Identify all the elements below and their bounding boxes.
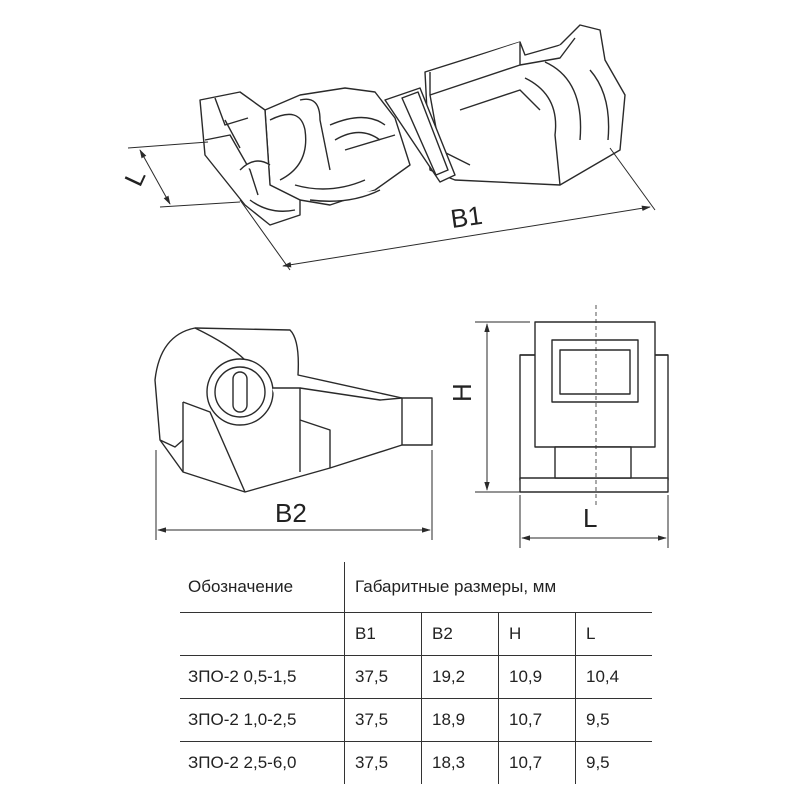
column-header-b2: B2 (421, 612, 499, 656)
cell-h: 10,7 (498, 741, 576, 784)
table-row: ЗПО-2 0,5-1,5 37,5 19,2 10,9 10,4 (180, 655, 652, 699)
cell-l: 9,5 (575, 741, 652, 784)
side-width-label: B2 (275, 498, 307, 528)
dimensions-table: Обозначение Габаритные размеры, мм B1 B2… (180, 562, 652, 784)
table-header-row: Обозначение Габаритные размеры, мм (180, 562, 652, 613)
cell-b1: 37,5 (344, 655, 422, 699)
designation-header: Обозначение (180, 562, 345, 613)
isometric-dimensions (127, 141, 656, 271)
row-designation: ЗПО-2 1,0-2,5 (180, 698, 345, 742)
column-header-b1: B1 (344, 612, 422, 656)
isometric-view (199, 24, 626, 226)
cell-b1: 37,5 (344, 698, 422, 742)
column-header-l: L (575, 612, 652, 656)
table-row: ЗПО-2 1,0-2,5 37,5 18,9 10,7 9,5 (180, 698, 652, 742)
column-header-h: H (498, 612, 576, 656)
cell-h: 10,7 (498, 698, 576, 742)
technical-drawing: L B1 B2 H L (118, 24, 669, 548)
table-row: ЗПО-2 2,5-6,0 37,5 18,3 10,7 9,5 (180, 741, 652, 784)
cell-b1: 37,5 (344, 741, 422, 784)
iso-width-label: B1 (449, 200, 485, 234)
dimensions-header: Габаритные размеры, мм (344, 562, 652, 613)
front-dimensions (475, 321, 669, 548)
side-view (154, 327, 433, 493)
row-designation: ЗПО-2 0,5-1,5 (180, 655, 345, 699)
cell-l: 9,5 (575, 698, 652, 742)
cell-l: 10,4 (575, 655, 652, 699)
cell-h: 10,9 (498, 655, 576, 699)
front-view (519, 321, 669, 493)
iso-length-label: L (118, 165, 151, 191)
side-dimensions (155, 450, 433, 540)
cell-b2: 18,3 (421, 741, 499, 784)
cell-b2: 19,2 (421, 655, 499, 699)
front-height-label: H (447, 383, 477, 402)
empty-cell (180, 612, 345, 656)
row-designation: ЗПО-2 2,5-6,0 (180, 741, 345, 784)
front-length-label: L (583, 503, 597, 533)
cell-b2: 18,9 (421, 698, 499, 742)
table-column-row: B1 B2 H L (180, 612, 652, 656)
